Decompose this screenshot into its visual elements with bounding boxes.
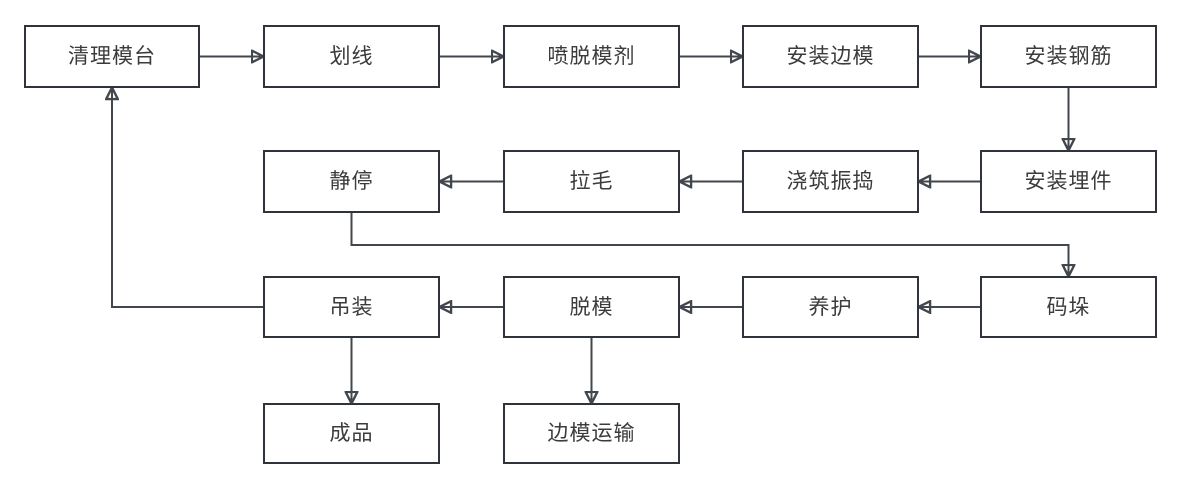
flow-node-curing[interactable]: 养护	[742, 276, 919, 338]
flow-node-roughening[interactable]: 拉毛	[503, 150, 680, 213]
flow-node-label: 划线	[329, 45, 374, 68]
flow-node-label: 喷脱模剂	[547, 45, 636, 68]
connector-hoisting-to-clean-mold-table	[112, 88, 263, 308]
flow-node-install-embedded-parts[interactable]: 安装埋件	[980, 150, 1157, 213]
flow-node-label: 安装钢筋	[1024, 45, 1113, 68]
flow-node-install-side-forms[interactable]: 安装边模	[742, 25, 919, 88]
flow-node-hoisting[interactable]: 吊装	[263, 276, 440, 338]
connector-resting-to-stacking	[350, 213, 1069, 276]
flow-node-label: 安装埋件	[1024, 170, 1113, 193]
flow-node-spray-release-agent[interactable]: 喷脱模剂	[503, 25, 680, 88]
flow-node-label: 码垛	[1046, 295, 1091, 319]
flow-node-resting[interactable]: 静停	[263, 150, 440, 213]
flow-node-label: 浇筑振捣	[786, 170, 875, 193]
flow-node-label: 安装边模	[786, 45, 875, 68]
flow-node-side-form-transport[interactable]: 边模运输	[503, 403, 680, 464]
flow-node-label: 清理模台	[68, 45, 156, 68]
flow-node-clean-mold-table[interactable]: 清理模台	[24, 25, 200, 88]
flow-node-marking[interactable]: 划线	[263, 25, 440, 88]
flow-node-label: 吊装	[329, 295, 374, 319]
flow-node-install-rebar[interactable]: 安装钢筋	[980, 25, 1157, 88]
flow-node-demolding[interactable]: 脱模	[503, 276, 680, 338]
flow-node-label: 边模运输	[547, 422, 636, 445]
flow-node-stacking[interactable]: 码垛	[980, 276, 1157, 338]
flow-node-label: 成品	[329, 422, 374, 445]
flow-node-pouring-vibrating[interactable]: 浇筑振捣	[742, 150, 919, 213]
flow-node-label: 养护	[808, 295, 853, 319]
flow-node-finished-product[interactable]: 成品	[263, 403, 440, 464]
flow-node-label: 脱模	[569, 295, 614, 319]
flow-node-label: 拉毛	[569, 170, 614, 193]
flow-node-label: 静停	[329, 170, 374, 193]
